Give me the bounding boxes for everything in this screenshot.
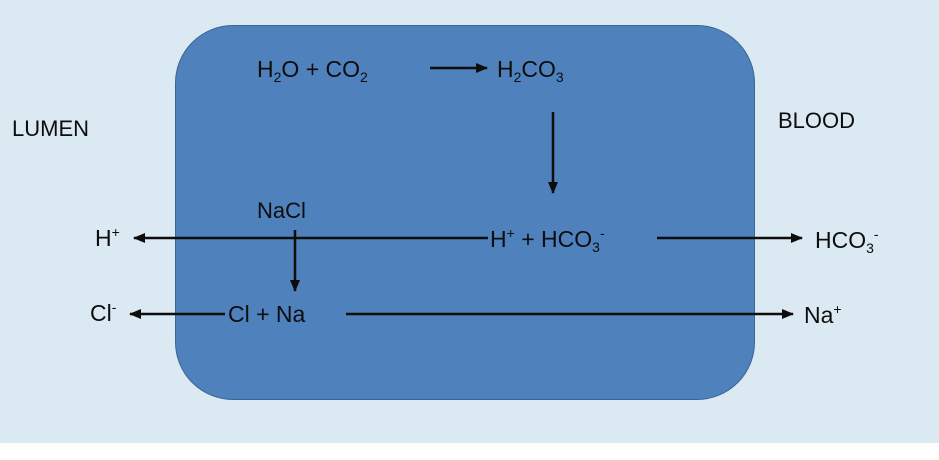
blood-hco3-charge: - [873, 226, 879, 242]
lumen-cl-charge: - [111, 299, 117, 315]
dissociation-label: H+ + HCO3- [490, 225, 605, 254]
lumen-cl: Cl [90, 300, 112, 326]
reactants-label: H2O + CO2 [257, 56, 368, 85]
nacl-label: NaCl [257, 198, 306, 223]
carbonic-co: CO [521, 56, 556, 82]
blood-na: Na [804, 302, 834, 328]
co2-subscript: 2 [360, 69, 368, 85]
dissociation-hco3-subscript: 3 [592, 239, 600, 255]
water-co2-text: O + CO [281, 56, 361, 82]
lumen-h-label: H+ [95, 224, 120, 251]
lumen-label: LUMEN [12, 116, 90, 141]
dissociation-hco3-charge: - [599, 225, 605, 241]
blood-hco3-subscript: 3 [866, 240, 874, 256]
lumen-h: H [95, 225, 112, 251]
lumen-cl-label: Cl- [90, 299, 117, 326]
epithelial-cell [175, 25, 755, 400]
carbonic-subscript-1: 2 [513, 69, 522, 85]
lumen-h-charge: + [111, 224, 120, 240]
carbonic-subscript-2: 3 [555, 69, 564, 85]
carbonic-acid-label: H2CO3 [497, 56, 564, 85]
blood-hco3-label: HCO3- [815, 226, 879, 255]
diagram-background: LUMEN BLOOD H2O + CO2 H2CO3 NaCl H+ + HC… [0, 0, 939, 443]
cl-na-label: Cl + Na [228, 301, 306, 327]
water-subscript: 2 [273, 69, 282, 85]
dissociation-h: H [490, 226, 507, 252]
blood-na-label: Na+ [804, 301, 842, 328]
blood-label: BLOOD [778, 108, 856, 133]
water-h: H [257, 56, 274, 82]
dissociation-h-charge: + [506, 225, 515, 241]
blood-na-charge: + [833, 301, 842, 317]
carbonic-h: H [497, 56, 514, 82]
dissociation-hco: + HCO [514, 226, 593, 252]
blood-hco: HCO [815, 227, 867, 253]
